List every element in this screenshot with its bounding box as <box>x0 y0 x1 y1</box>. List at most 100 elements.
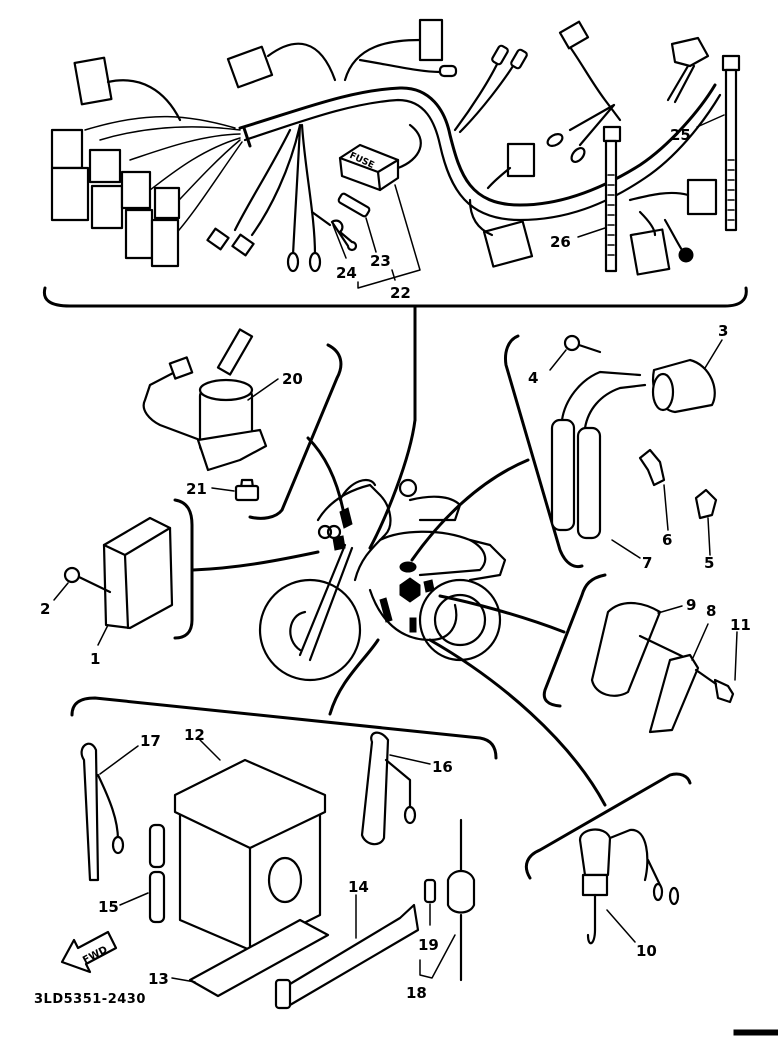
top-branch-wire <box>343 38 422 82</box>
connector-lower-right-a <box>686 178 718 216</box>
fwd-arrow-icon: FWD <box>60 930 118 974</box>
connector-left-4 <box>90 184 124 230</box>
leader-8 <box>691 623 709 661</box>
callout-11: 11 <box>730 616 751 634</box>
sensor-group: 10 <box>428 638 692 960</box>
leader-11 <box>734 631 738 681</box>
cdi-bracket <box>173 498 194 640</box>
connector-upper-right-a <box>558 20 590 50</box>
leader-16 <box>389 754 431 765</box>
callout-23: 23 <box>370 252 391 270</box>
callout-6: 6 <box>662 531 672 549</box>
regulator-cover-9 <box>590 601 662 697</box>
marker-coil <box>399 561 417 573</box>
leader-2 <box>53 582 69 601</box>
sensor-bracket <box>524 772 692 880</box>
main-switch-connector <box>168 356 194 380</box>
connector-left-5 <box>120 170 152 210</box>
callout-5: 5 <box>704 554 714 572</box>
front-fork <box>298 543 354 662</box>
callout-7: 7 <box>642 554 652 572</box>
fuel-tank <box>378 530 487 577</box>
leader-3 <box>704 339 723 369</box>
clamp-5 <box>694 488 718 520</box>
spade-terminal-2 <box>231 233 255 257</box>
callout-21: 21 <box>186 480 207 498</box>
connector-left-7 <box>150 218 180 268</box>
leader-24 <box>332 224 347 259</box>
ring-terminal-3 <box>678 247 694 263</box>
regulator-bracket <box>542 573 607 708</box>
corner-mark <box>733 1029 778 1036</box>
marker-battery <box>399 577 421 603</box>
connector-left-1 <box>50 128 84 170</box>
callout-4: 4 <box>528 369 538 387</box>
callout-17: 17 <box>140 732 161 750</box>
hv-lead-1 <box>560 370 642 422</box>
connector-left-2 <box>50 166 90 222</box>
fuse <box>337 192 371 218</box>
motorcycle-silhouette <box>258 478 507 682</box>
rear-wheel <box>418 578 502 662</box>
seat <box>408 495 462 522</box>
connector-top-left-wire <box>106 79 182 122</box>
harness-fan-wires <box>84 115 243 241</box>
marker-sensor <box>409 617 417 633</box>
battery-group: 12 17 15 16 13 14 19 18 <box>34 638 498 1010</box>
plug-cap-1 <box>550 418 576 532</box>
wire-harness-group: FUSE <box>42 18 748 550</box>
callout-22: 22 <box>390 284 411 302</box>
callout-8: 8 <box>706 602 716 620</box>
connector-left-3 <box>88 148 122 184</box>
leader-17 <box>99 745 139 775</box>
plug-cap-2 <box>576 426 602 540</box>
fuse-holder <box>310 210 358 252</box>
leader-1 <box>97 624 109 646</box>
leader-23 <box>365 217 377 253</box>
terminal-top <box>438 64 458 78</box>
connector-left-8 <box>153 186 181 220</box>
regulator-body-8 <box>648 653 700 734</box>
leader-26 <box>577 227 606 238</box>
bullet-terminal-1 <box>491 44 509 66</box>
bolt-11 <box>713 678 735 704</box>
callout-24: 24 <box>336 264 357 282</box>
callout-16: 16 <box>432 758 453 776</box>
tail <box>468 538 507 582</box>
marker-cdi <box>332 535 346 551</box>
windscreen <box>338 478 377 502</box>
cdi-screw-2 <box>63 566 81 584</box>
clamp-6 <box>638 448 666 487</box>
cdi-unit-group: 2 1 <box>40 498 320 668</box>
callout-13: 13 <box>148 970 169 988</box>
callout-26: 26 <box>550 233 571 251</box>
bullet-terminal-4 <box>570 146 586 164</box>
leader-5 <box>707 517 711 556</box>
marker-regulator <box>423 579 435 593</box>
battery-gauge <box>267 856 303 904</box>
battery-sheet-13 <box>188 918 330 998</box>
leader-18 <box>419 934 456 979</box>
callout-1: 1 <box>90 650 100 668</box>
battery-cable-17 <box>80 742 100 882</box>
main-switch-bracket <box>248 343 343 520</box>
bullet-terminal-3 <box>546 133 564 147</box>
battery-cable-16 <box>360 731 390 846</box>
main-switch-lead <box>142 370 202 442</box>
connector-top-center <box>226 45 274 89</box>
leader-13 <box>171 977 196 983</box>
leader-10 <box>606 909 636 943</box>
leader-7 <box>611 539 641 559</box>
callout-25: 25 <box>670 126 691 144</box>
fuse-19 <box>423 878 437 904</box>
ignition-coil-group: 3 4 7 6 5 <box>410 322 728 572</box>
cdi-unit-body <box>102 516 174 630</box>
callout-2: 2 <box>40 600 50 618</box>
leader-22 <box>357 184 421 289</box>
fuse-holder-18 <box>446 869 476 914</box>
main-switch-base <box>196 428 268 472</box>
leader-20 <box>247 378 279 401</box>
leader-25 <box>696 114 725 128</box>
sensor-body-10 <box>578 828 612 877</box>
